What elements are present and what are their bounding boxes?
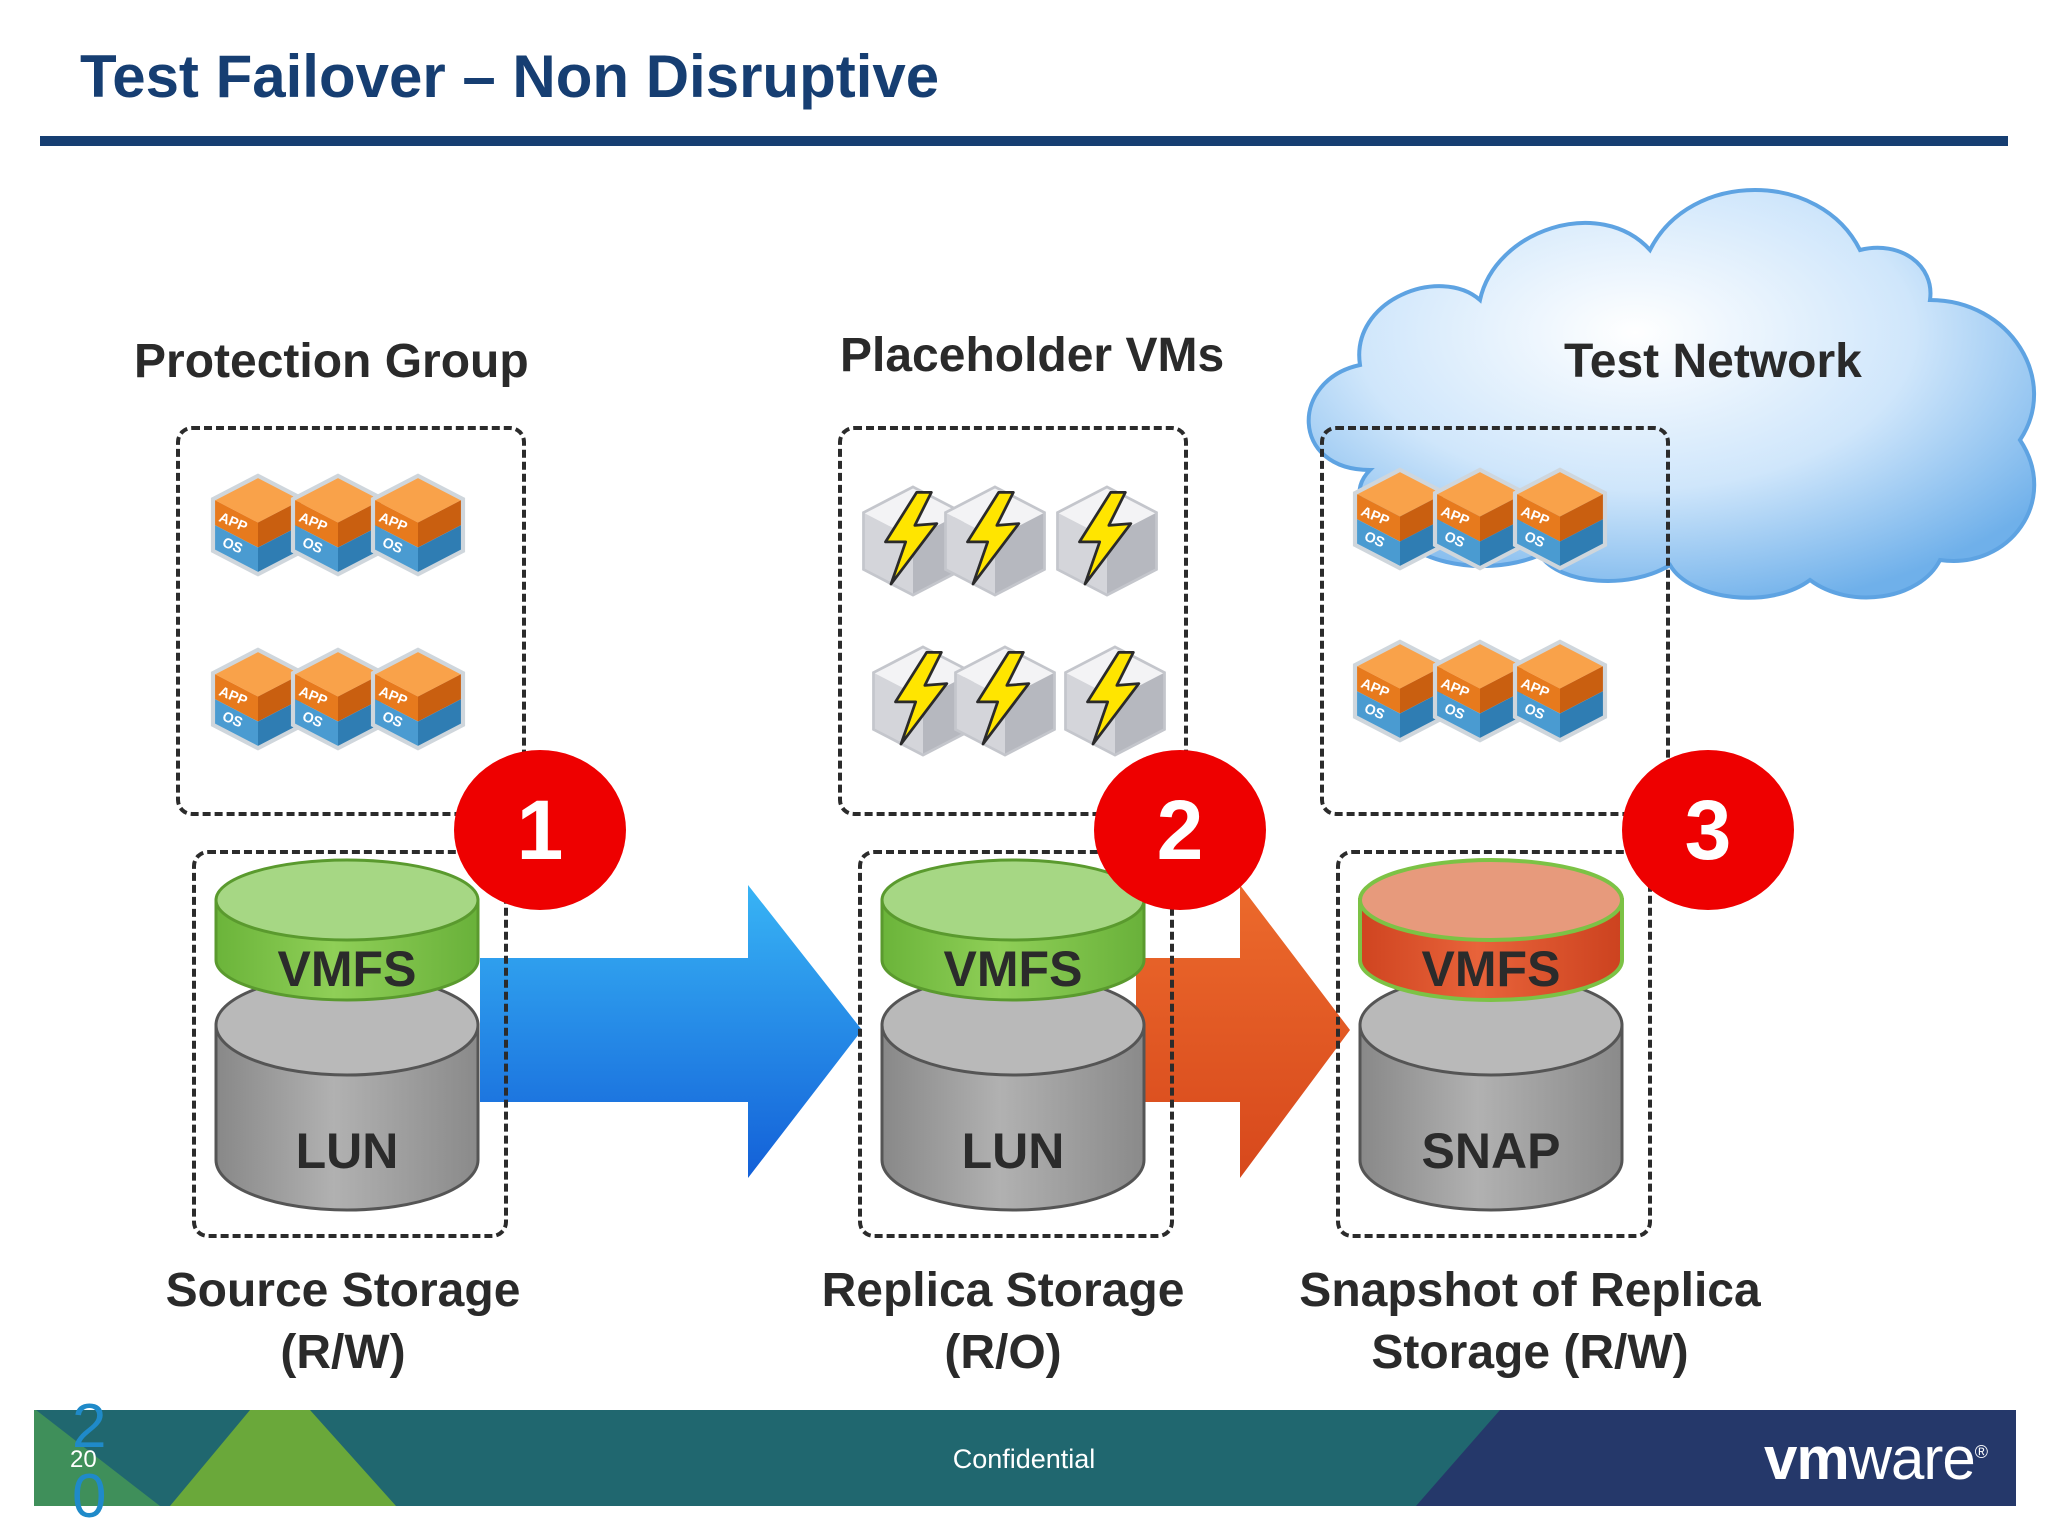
source-lun-cylinder (214, 973, 480, 1212)
placeholder-vms-label: Placeholder VMs (840, 329, 1225, 382)
snapshot-vmfs-cylinder (1358, 858, 1624, 1002)
source-vmfs-label: VMFS (277, 941, 417, 997)
step-2-badge: 2 (1094, 750, 1266, 910)
source-storage-caption-line2: (R/W) (280, 1326, 406, 1379)
page-number: 20 (70, 1446, 97, 1473)
page-number-large: 20 (72, 1392, 107, 1531)
protection-group-label: Protection Group (134, 335, 529, 388)
snapshot-snap-cylinder (1358, 973, 1624, 1212)
test-network-label: Test Network (1564, 335, 1862, 388)
replica-lun-label: LUN (961, 1123, 1065, 1179)
source-lun-label: LUN (295, 1123, 399, 1179)
snapshot-storage-box (1336, 850, 1652, 1238)
vmware-logo: vmware® (1764, 1424, 1988, 1493)
snapshot-storage-caption-line2: Storage (R/W) (1371, 1326, 1689, 1379)
snapshot-arrow (1136, 885, 1350, 1178)
snapshot-storage-caption-line1: Snapshot of Replica (1299, 1264, 1761, 1317)
confidential-label: Confidential (952, 1444, 1096, 1474)
replica-storage-caption-line2: (R/O) (944, 1326, 1062, 1379)
logo-vm: vm (1764, 1425, 1850, 1492)
logo-ware: ware (1848, 1425, 1976, 1492)
placeholder-vms-box (838, 426, 1188, 816)
snapshot-snap-label: SNAP (1421, 1123, 1561, 1179)
test-network-vms-box (1320, 426, 1670, 816)
source-vmfs-cylinder (214, 858, 480, 1002)
replica-vmfs-cylinder (880, 858, 1146, 1002)
step-1-badge: 1 (454, 750, 626, 910)
footer-band (34, 1410, 2016, 1506)
replica-storage-caption-line1: Replica Storage (821, 1264, 1185, 1317)
source-storage-caption-line1: Source Storage (165, 1264, 521, 1317)
replica-vmfs-label: VMFS (943, 941, 1083, 997)
replica-storage-caption: Replica Storage (R/O) (760, 1260, 1246, 1384)
snapshot-storage-caption: Snapshot of Replica Storage (R/W) (1240, 1260, 1820, 1384)
snapshot-vmfs-label: VMFS (1421, 941, 1561, 997)
replica-storage-box (858, 850, 1174, 1238)
source-storage-caption: Source Storage (R/W) (100, 1260, 586, 1384)
replication-arrow (480, 885, 862, 1178)
logo-registered-mark: ® (1974, 1442, 1988, 1462)
source-storage-box (192, 850, 508, 1238)
step-3-badge: 3 (1622, 750, 1794, 910)
page-title: Test Failover – Non Disruptive (80, 43, 940, 110)
protection-group-box (176, 426, 526, 816)
title-underline (40, 136, 2008, 146)
